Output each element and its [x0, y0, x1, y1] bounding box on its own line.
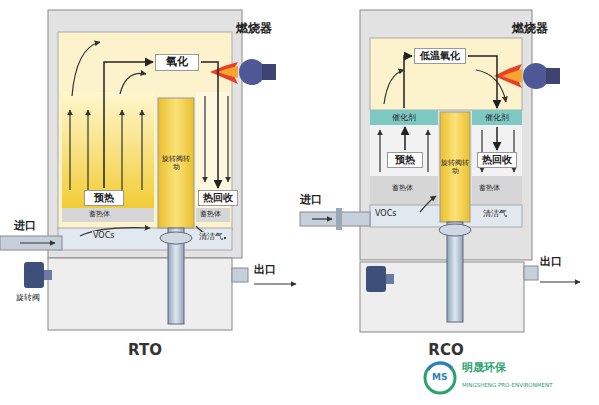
node-text: 低温氧化	[420, 50, 460, 62]
rto-housing: RTO氧化预热热回收旋转阀转动	[48, 10, 242, 258]
part-label: 出口	[540, 256, 562, 269]
catalyst-band: 催化剂	[370, 110, 438, 125]
part-label: 燃烧器	[236, 22, 272, 36]
watermark-logo	[425, 363, 455, 393]
part-label: 燃烧器	[512, 22, 548, 36]
node-text: 催化剂	[485, 113, 509, 122]
part-label: 蓄热体	[88, 210, 111, 218]
rotary-column: 旋转阀转动	[440, 112, 470, 222]
flow-connector	[404, 56, 412, 108]
oxidation-box: 氧化	[155, 54, 199, 71]
part-label: 蓄热体	[478, 184, 501, 192]
rotary-column: 旋转阀转动	[158, 98, 194, 228]
node-text: RTO	[48, 342, 242, 359]
heat-recovery-box: 热回收	[198, 190, 238, 206]
node-text: 旋转阀转动	[441, 159, 469, 175]
node-text: 预热	[395, 154, 415, 166]
part-label: 进口	[300, 194, 322, 207]
node-text: 热回收	[482, 154, 512, 166]
rco-unit	[300, 10, 580, 332]
part-label: VOCs	[374, 209, 397, 218]
rco-housing: RCO低温氧化催化剂催化剂预热热回收旋转阀转动	[360, 10, 532, 260]
part-label: 清洁气	[482, 209, 508, 218]
flow-connector	[104, 62, 153, 188]
part-label: MS	[432, 372, 447, 382]
part-label: 蓄热体	[199, 210, 222, 218]
node-text: RCO	[360, 342, 532, 359]
flow-connector	[496, 127, 498, 150]
preheat-box: 预热	[84, 190, 124, 206]
part-label: 进口	[14, 220, 36, 233]
part-label: MINGSHENG PRO-ENVIRONMENT	[462, 382, 553, 388]
node-text: 催化剂	[392, 113, 416, 122]
part-label: 明晟环保	[462, 362, 506, 375]
node-text: 旋转阀转动	[159, 155, 193, 171]
oxidation-box: 低温氧化	[414, 48, 466, 64]
flow-connector	[404, 127, 406, 150]
heat-recovery-box: 热回收	[477, 152, 517, 168]
part-label: 蓄热体	[391, 184, 414, 192]
part-label: VOCs	[92, 231, 115, 240]
node-text: 预热	[94, 192, 114, 204]
catalyst-band: 催化剂	[472, 110, 522, 125]
node-text: 热回收	[203, 192, 233, 204]
part-label: 清洁气	[198, 232, 224, 241]
preheat-box: 预热	[387, 152, 423, 168]
node-text: 氧化	[166, 56, 188, 69]
part-label: 旋转阀	[16, 293, 40, 302]
flow-connector	[468, 56, 497, 108]
flow-connector	[201, 62, 218, 188]
part-label: 出口	[254, 264, 276, 277]
rto-unit	[0, 10, 296, 330]
